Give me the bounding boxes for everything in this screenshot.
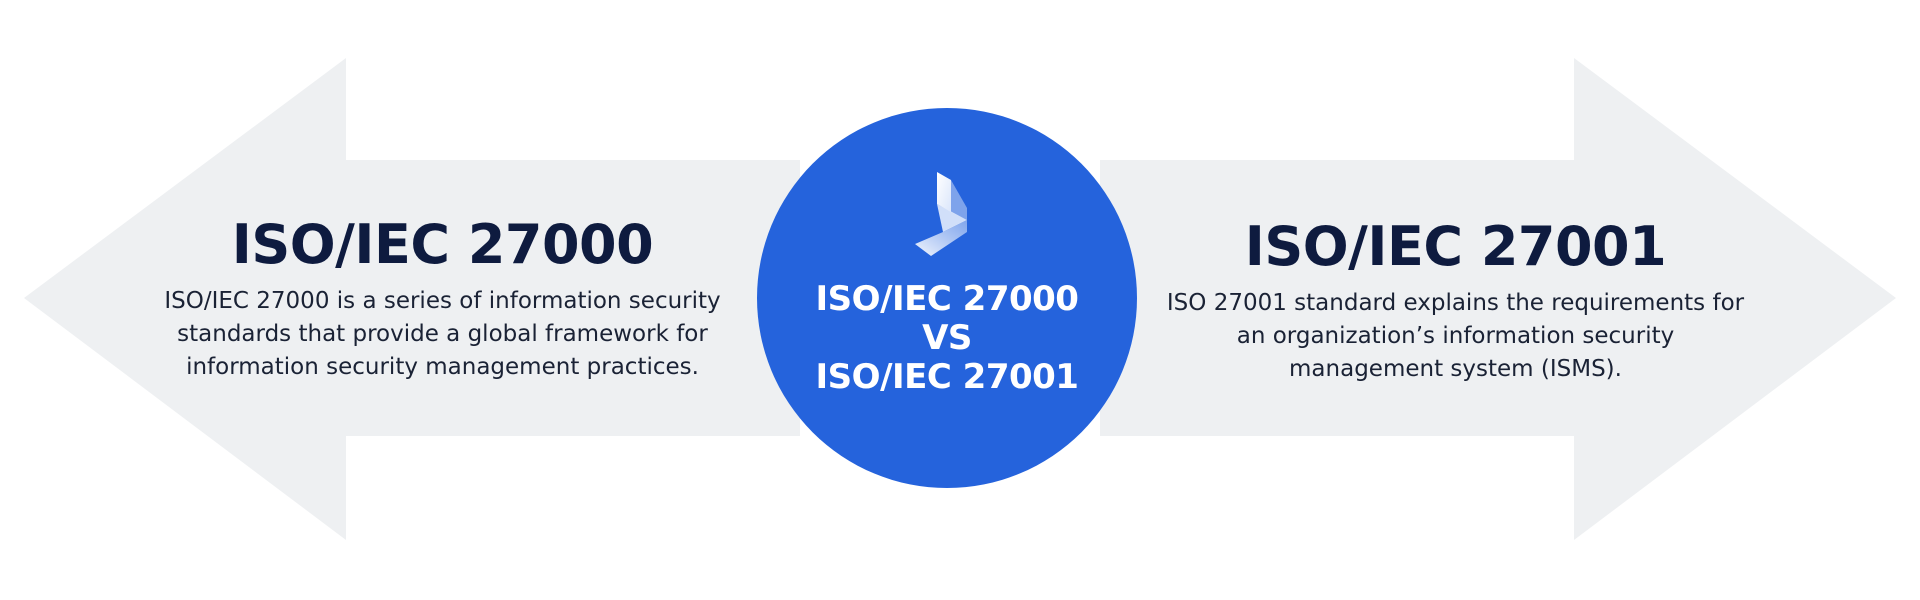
right-panel: ISO/IEC 27001 ISO 27001 standard explain… xyxy=(1143,215,1768,386)
center-label-vs: VS xyxy=(922,318,972,358)
left-title: ISO/IEC 27000 xyxy=(231,213,654,276)
left-arrow-head xyxy=(24,58,800,540)
center-label: ISO/IEC 27000 VS ISO/IEC 27001 xyxy=(757,280,1137,397)
right-description: ISO 27001 standard explains the requirem… xyxy=(1166,290,1745,382)
center-label-line1: ISO/IEC 27000 xyxy=(815,279,1079,319)
right-arrow-head xyxy=(1100,58,1896,540)
right-title: ISO/IEC 27001 xyxy=(1244,215,1667,278)
left-description: ISO/IEC 27000 is a series of information… xyxy=(164,288,721,380)
brand-logo-icon xyxy=(915,172,967,256)
left-panel: ISO/IEC 27000 ISO/IEC 27000 is a series … xyxy=(130,213,755,384)
center-label-line3: ISO/IEC 27001 xyxy=(815,357,1079,397)
center-circle xyxy=(757,108,1137,488)
